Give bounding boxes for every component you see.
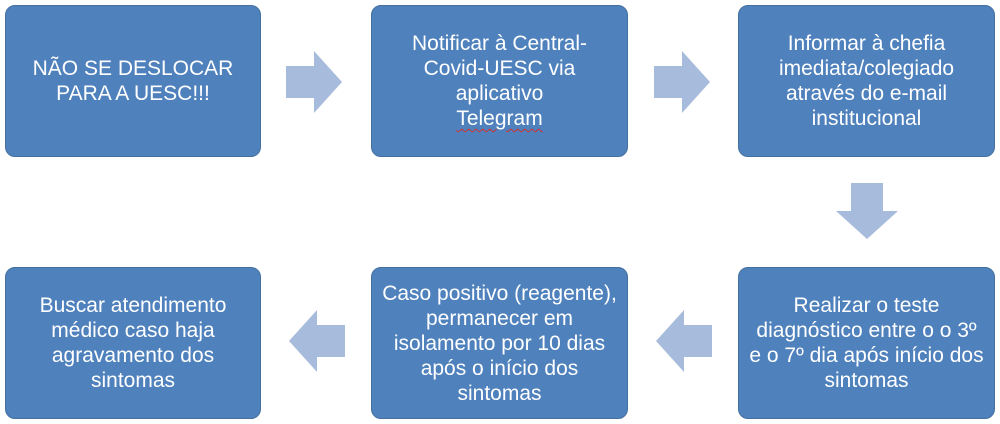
step-2-text: Notificar à Central-Covid-UESC via aplic… bbox=[382, 31, 617, 131]
step-4-box: Realizar o teste diagnóstico entre o o 3… bbox=[738, 267, 995, 419]
right-arrow-icon bbox=[286, 51, 342, 113]
down-arrow-icon bbox=[836, 183, 898, 239]
step-6-text: Buscar atendimento médico caso haja agra… bbox=[39, 294, 227, 392]
step-3-text: Informar à chefia imediata/colegiado atr… bbox=[778, 32, 955, 130]
step-2-text-underlined: Telegram bbox=[456, 107, 543, 130]
step-1-text: NÃO SE DESLOCAR PARA A UESC!!! bbox=[32, 57, 234, 105]
step-5-text: Caso positivo (reagente), permanecer em … bbox=[382, 281, 617, 405]
step-1-box: NÃO SE DESLOCAR PARA A UESC!!! bbox=[5, 5, 261, 157]
right-arrow-icon bbox=[654, 51, 710, 113]
step-4-text: Realizar o teste diagnóstico entre o o 3… bbox=[749, 294, 984, 392]
left-arrow-icon bbox=[289, 310, 345, 372]
step-5-box: Caso positivo (reagente), permanecer em … bbox=[371, 267, 628, 419]
step-2-text-main: Notificar à Central-Covid-UESC via aplic… bbox=[411, 32, 588, 105]
step-6-box: Buscar atendimento médico caso haja agra… bbox=[5, 267, 261, 419]
left-arrow-icon bbox=[656, 310, 712, 372]
step-3-box: Informar à chefia imediata/colegiado atr… bbox=[738, 5, 995, 157]
step-2-box: Notificar à Central-Covid-UESC via aplic… bbox=[371, 5, 628, 157]
